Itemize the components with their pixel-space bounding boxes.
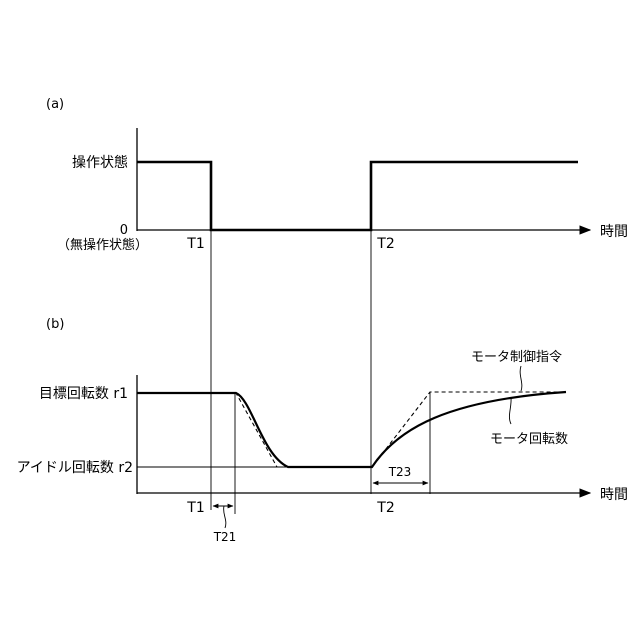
idle-rpm-label: アイドル回転数 r2 — [17, 460, 133, 476]
panel-a-label: (a) — [46, 97, 64, 112]
operation-state-waveform — [137, 162, 578, 230]
y-low-label: 0 — [120, 223, 128, 238]
panel-b-t1-label: T1 — [186, 500, 204, 516]
panel-a-t2-label: T2 — [376, 236, 394, 252]
target-rpm-label: 目標回転数 r1 — [39, 386, 128, 402]
command-callout-line — [520, 366, 522, 391]
y-high-label: 操作状態 — [72, 155, 128, 171]
rpm-callout-line — [509, 397, 511, 424]
t21-leader-line — [224, 506, 226, 528]
motor-control-command-curve — [137, 392, 566, 467]
panel-a-x-axis-label: 時間 — [600, 224, 628, 240]
motor-rpm-curve — [137, 392, 566, 467]
t23-label: T23 — [388, 465, 412, 479]
panel-b-t2-label: T2 — [376, 500, 394, 516]
y-low-sublabel: （無操作状態） — [57, 237, 148, 253]
panel-b-x-axis-label: 時間 — [600, 487, 628, 503]
t21-label: T21 — [213, 530, 237, 544]
command-callout-label: モータ制御指令 — [471, 350, 562, 365]
rpm-callout-label: モータ回転数 — [490, 432, 568, 447]
panel-b-label: (b) — [46, 317, 64, 332]
panel-a-t1-label: T1 — [186, 236, 204, 252]
